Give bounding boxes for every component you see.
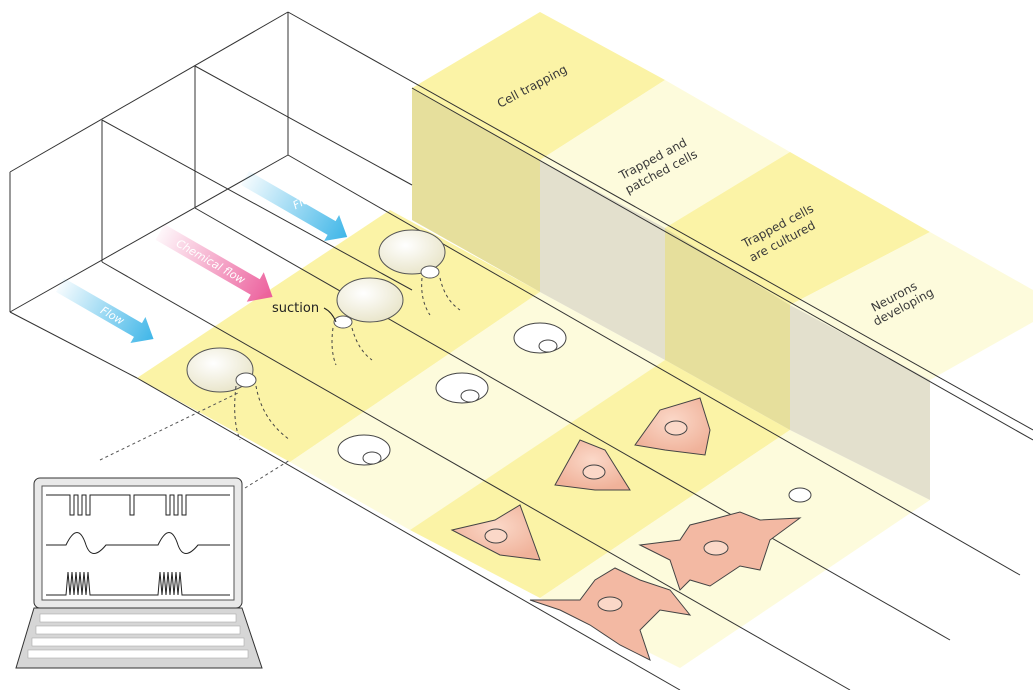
stage-walls (412, 12, 1033, 500)
microwell-icon (435, 372, 489, 404)
neuron-icon (638, 511, 802, 591)
cell-icon (554, 439, 631, 491)
recording-leads (99, 391, 291, 489)
trace-spikes (46, 571, 230, 596)
bubble-1 (378, 229, 461, 316)
laptop-icon (15, 477, 263, 669)
suction-annotation: suction (272, 301, 337, 323)
bubble-2 (331, 277, 404, 366)
trace-voltage (46, 494, 230, 516)
cell-icon (634, 397, 711, 456)
microwell-icon (337, 434, 391, 466)
cell-icon (450, 504, 541, 561)
chemical-arrow: Chemical flow (155, 224, 273, 302)
trace-current (46, 532, 230, 554)
bubble-3 (186, 347, 291, 441)
flow-arrow-top: Flow (241, 171, 348, 241)
channel-box (9, 11, 1033, 690)
neuron-icon (529, 567, 692, 661)
microwell-icon (513, 322, 567, 354)
flow-arrow-bottom: Flow (56, 278, 154, 343)
band-stage-2 (290, 292, 665, 530)
suction-label: suction (272, 301, 319, 316)
empty-well (788, 487, 812, 503)
chemical-arrow-label: Chemical flow (174, 237, 248, 287)
